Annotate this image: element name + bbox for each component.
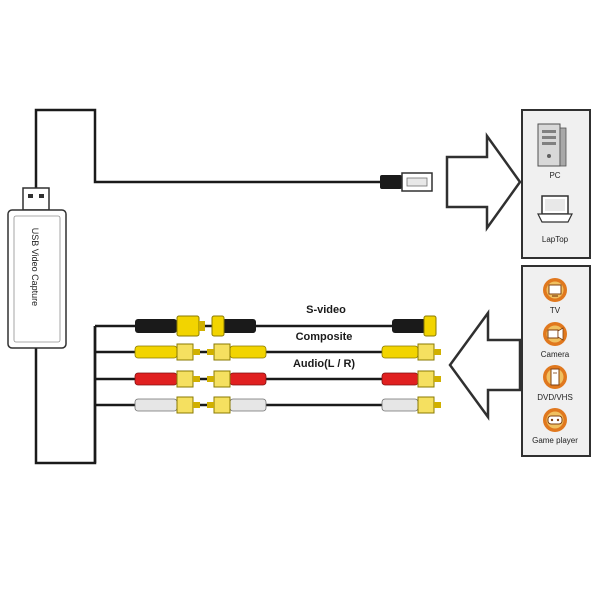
arrow-left-from-sources — [448, 309, 522, 421]
left-svideo-plug — [135, 315, 205, 337]
tv-label: TV — [549, 306, 561, 315]
center-svideo-right-plug — [392, 315, 437, 337]
usb-plug-hole-2 — [39, 194, 44, 198]
usb-capture-device — [7, 187, 67, 349]
center-left-plugs — [207, 315, 267, 414]
audio-label: Audio(L / R) — [292, 358, 356, 370]
wiring — [34, 108, 392, 465]
usb-plug-hole-1 — [28, 194, 33, 198]
center-right-plugs — [381, 315, 441, 414]
pc-tower-icon — [537, 123, 567, 167]
center-composite-left-plug — [207, 343, 267, 361]
center-svideo-left-plug — [211, 315, 256, 337]
sources-panel — [521, 265, 591, 457]
left-audio-r-plug — [134, 396, 200, 414]
left-audio-l-plug — [134, 370, 200, 388]
camera-label: Camera — [540, 350, 570, 359]
pc-label: PC — [549, 171, 561, 180]
arrow-right-to-computers — [445, 132, 522, 232]
center-composite-right-plug — [381, 343, 441, 361]
laptop-label: LapTop — [541, 235, 569, 244]
usb-cable-line — [34, 108, 380, 196]
gamepad-icon — [543, 408, 567, 432]
center-audio-r-right-plug — [381, 396, 441, 414]
svideo-label: S-video — [306, 304, 346, 316]
game-player-label: Game player — [532, 436, 578, 445]
composite-label: Composite — [295, 331, 353, 343]
usb-plug-metal — [22, 187, 50, 211]
tv-icon — [543, 278, 567, 302]
laptop-icon — [537, 195, 573, 223]
usb-stick-inner — [13, 215, 61, 343]
usb-plug-icon — [380, 172, 433, 192]
dvd-vhs-icon — [543, 365, 567, 389]
computers-panel — [521, 109, 591, 259]
camera-icon — [543, 322, 567, 346]
center-audio-l-left-plug — [207, 370, 267, 388]
left-plugs — [134, 315, 205, 414]
left-composite-plug — [134, 343, 200, 361]
capture-device-label: USB Video Capture — [30, 227, 40, 307]
dvd-vhs-label: DVD/VHS — [537, 393, 573, 402]
center-audio-l-right-plug — [381, 370, 441, 388]
center-audio-r-left-plug — [207, 396, 267, 414]
